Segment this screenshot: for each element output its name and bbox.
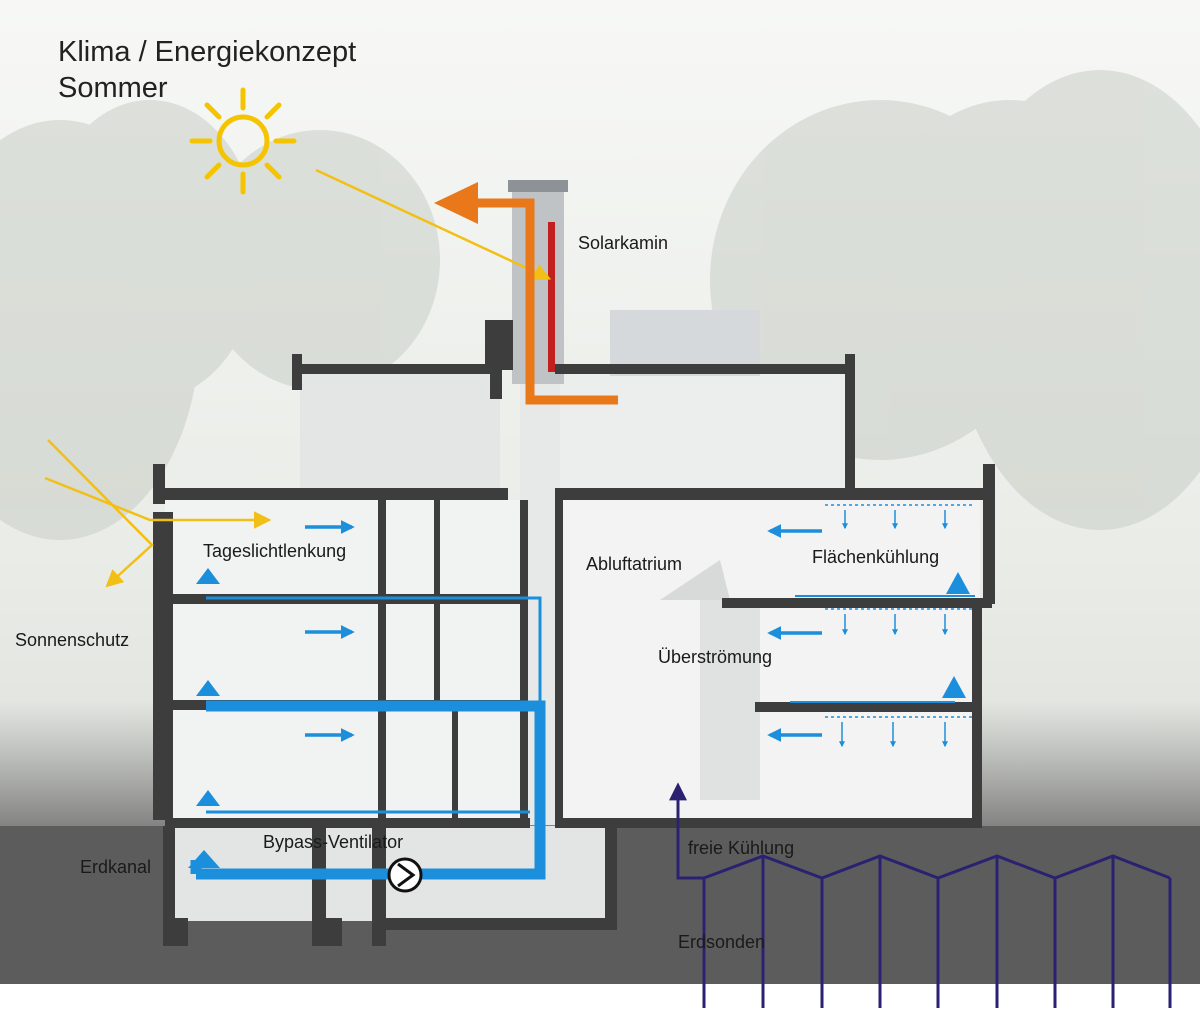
fan-icon	[387, 857, 423, 893]
sun-rays	[44, 168, 552, 588]
label-flaechenkuehlung: Flächenkühlung	[812, 547, 940, 567]
title-line-2: Sommer	[58, 72, 168, 104]
tree-foliage	[0, 70, 1200, 540]
sun-icon	[189, 87, 297, 195]
diagram-title: Klima / Energiekonzept Sommer	[58, 34, 356, 106]
building-structure	[153, 320, 995, 946]
solar-absorber	[548, 222, 555, 372]
label-sonnenschutz: Sonnenschutz	[15, 630, 130, 650]
label-erdkanal: Erdkanal	[80, 857, 152, 877]
label-freie-kuehlung: freie Kühlung	[688, 838, 795, 858]
label-tageslichtlenkung: Tageslichtlenkung	[203, 541, 347, 561]
ceiling-cooling-arrows	[825, 504, 975, 748]
supply-air-arrows	[188, 568, 970, 868]
label-solarkamin: Solarkamin	[578, 233, 669, 253]
supply-air-duct	[190, 596, 546, 880]
ground-bottom-margin	[0, 984, 1200, 1011]
room-air-arrows	[305, 520, 975, 742]
label-ueberstroemung: Überströmung	[658, 647, 773, 667]
exhaust-air-path	[434, 182, 618, 405]
label-erdsonden: Erdsonden	[678, 932, 766, 952]
label-abluftatrium: Abluftatrium	[586, 554, 683, 574]
solar-chimney	[508, 180, 568, 384]
building-interior	[165, 310, 980, 921]
ground-probes	[669, 782, 1172, 1008]
title-line-1: Klima / Energiekonzept	[58, 36, 357, 68]
label-bypass-ventilator: Bypass-Ventilator	[263, 832, 404, 852]
